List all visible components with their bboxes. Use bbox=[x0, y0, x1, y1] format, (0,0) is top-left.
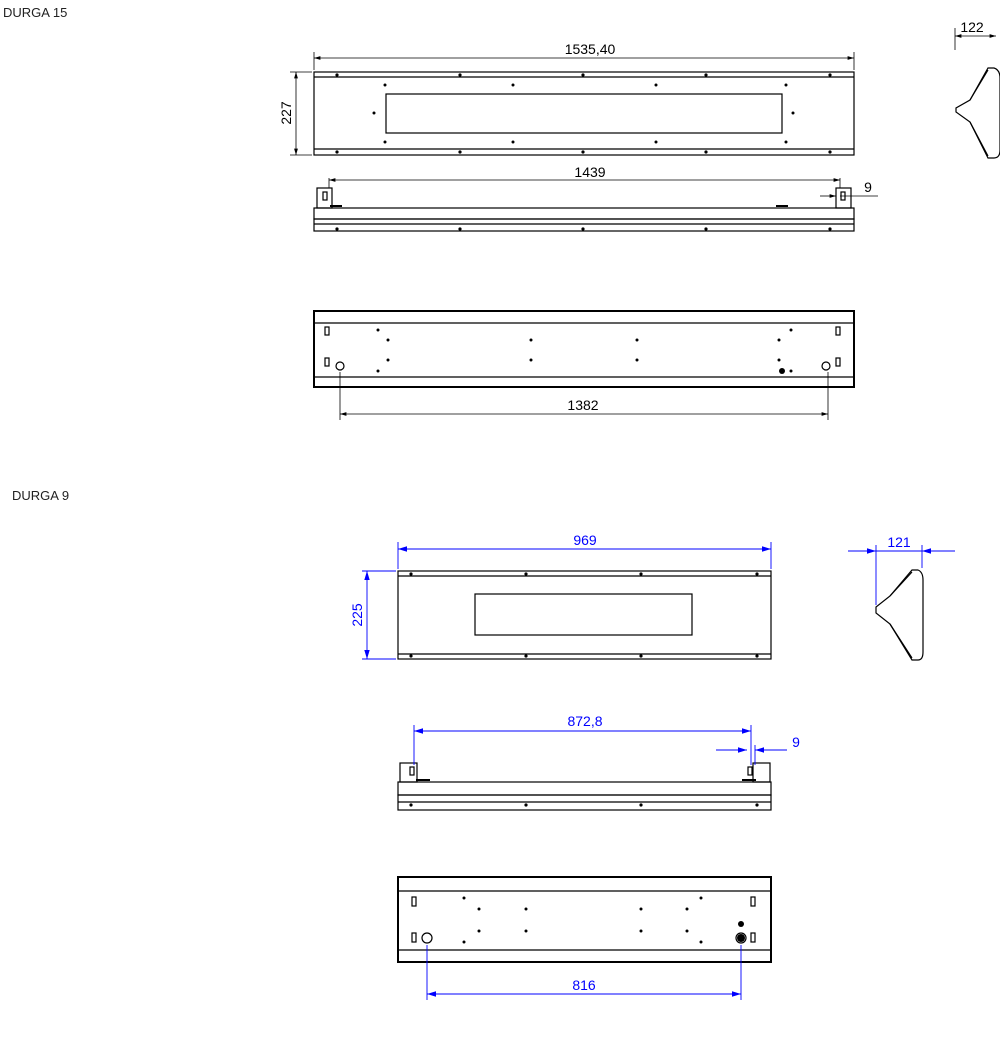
durga9-back-length-label: 816 bbox=[572, 977, 596, 993]
durga9-mount-offset-label: 9 bbox=[792, 734, 800, 750]
durga15-back-length-label: 1382 bbox=[567, 397, 598, 413]
durga15-mount-offset-label: 9 bbox=[864, 179, 872, 195]
durga9-side-depth-label: 121 bbox=[887, 534, 911, 550]
durga15-mount-view bbox=[313, 187, 855, 232]
durga9-front-holes bbox=[409, 572, 759, 658]
durga9-side-dim-lines bbox=[848, 545, 955, 605]
durga15-front-dim-lines bbox=[290, 52, 855, 156]
durga15-front-length-label: 1535,40 bbox=[565, 41, 616, 57]
durga9-front-dim-lines bbox=[362, 542, 772, 660]
section-title-durga-15: DURGA 15 bbox=[3, 5, 67, 20]
durga15-side-profile bbox=[955, 67, 1000, 159]
durga9-back-dim-lines bbox=[426, 945, 742, 1000]
durga9-side-profile bbox=[875, 569, 924, 661]
durga9-mount-length-label: 872,8 bbox=[567, 713, 602, 729]
durga9-mount-holes bbox=[409, 779, 759, 807]
section-title-durga-9: DURGA 9 bbox=[12, 488, 69, 503]
durga15-mount-holes bbox=[330, 205, 832, 231]
durga9-back-view bbox=[397, 876, 772, 963]
durga9-front-view bbox=[397, 570, 772, 660]
durga15-front-height-label: 227 bbox=[278, 101, 294, 125]
durga9-mount-dim-lines bbox=[413, 725, 787, 765]
durga15-side-dim-lines bbox=[954, 28, 996, 50]
durga9-front-height-label: 225 bbox=[349, 603, 365, 627]
durga15-back-view bbox=[313, 310, 855, 388]
durga9-front-length-label: 969 bbox=[573, 532, 597, 548]
durga15-back-holes bbox=[376, 328, 793, 374]
durga15-side-depth-label: 122 bbox=[960, 19, 984, 35]
durga15-front-holes bbox=[335, 73, 832, 154]
durga15-mount-dim-lines bbox=[328, 178, 878, 198]
durga9-back-holes bbox=[462, 896, 745, 944]
durga9-mount-view bbox=[397, 762, 772, 811]
durga15-back-dim-lines bbox=[339, 372, 829, 420]
durga15-mount-length-label: 1439 bbox=[574, 164, 605, 180]
durga15-front-view bbox=[313, 71, 855, 156]
